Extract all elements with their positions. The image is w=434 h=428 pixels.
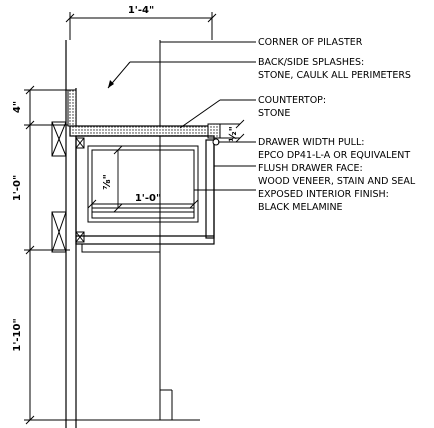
lower-panel: [81, 243, 161, 253]
overall-width-label: 1'-4": [128, 5, 154, 16]
drawer-zone-height-label: 1'-0": [12, 175, 23, 201]
back-splash: [67, 89, 77, 127]
overall-width-dimension: [65, 12, 217, 40]
callout-countertop-line2: STONE: [258, 108, 290, 119]
callout-drawer-face-line2: WOOD VENEER, STAIN AND SEAL: [258, 176, 416, 187]
cabinet-corner-blocks: [75, 137, 85, 243]
callout-drawer-face-line1: FLUSH DRAWER FACE:: [258, 163, 363, 174]
cabinet-box: [75, 135, 215, 245]
vertical-dimension-chain: [24, 85, 70, 425]
lower-zone-height-label: 1'-10": [12, 318, 23, 351]
flush-drawer-face: [205, 139, 215, 239]
callout-splash-line1: BACK/SIDE SPLASHES:: [258, 57, 364, 68]
leader-arrowheads: [108, 80, 114, 88]
pull-dimension: [214, 119, 245, 143]
leader-lines: [107, 41, 256, 191]
callout-interior-line2: BLACK MELAMINE: [258, 202, 343, 213]
countertop: [69, 125, 215, 137]
drawer-inner-width-label: 1'-0": [135, 193, 161, 204]
callout-splash-line2: STONE, CAULK ALL PERIMETERS: [258, 70, 411, 81]
wall-blocking-lower: [51, 211, 67, 253]
pull-dimension-label: ½": [228, 126, 239, 142]
callout-pull-line2: EPCO DP41-L-A OR EQUIVALENT: [258, 150, 410, 161]
lower-pedestal: [159, 389, 173, 420]
wall-blocking-upper: [51, 121, 67, 157]
splash-height-label: 4": [12, 101, 23, 113]
callout-corner-of-pilaster: CORNER OF PILASTER: [258, 37, 363, 48]
drawer-inner-height-label: ⅞": [102, 174, 113, 190]
callout-interior-line1: EXPOSED INTERIOR FINISH:: [258, 189, 389, 200]
callout-pull-line1: DRAWER WIDTH PULL:: [258, 137, 364, 148]
drawer-box: [87, 145, 199, 223]
drawer-inner-dimensions: [87, 145, 199, 213]
callout-countertop-line1: COUNTERTOP:: [258, 95, 326, 106]
